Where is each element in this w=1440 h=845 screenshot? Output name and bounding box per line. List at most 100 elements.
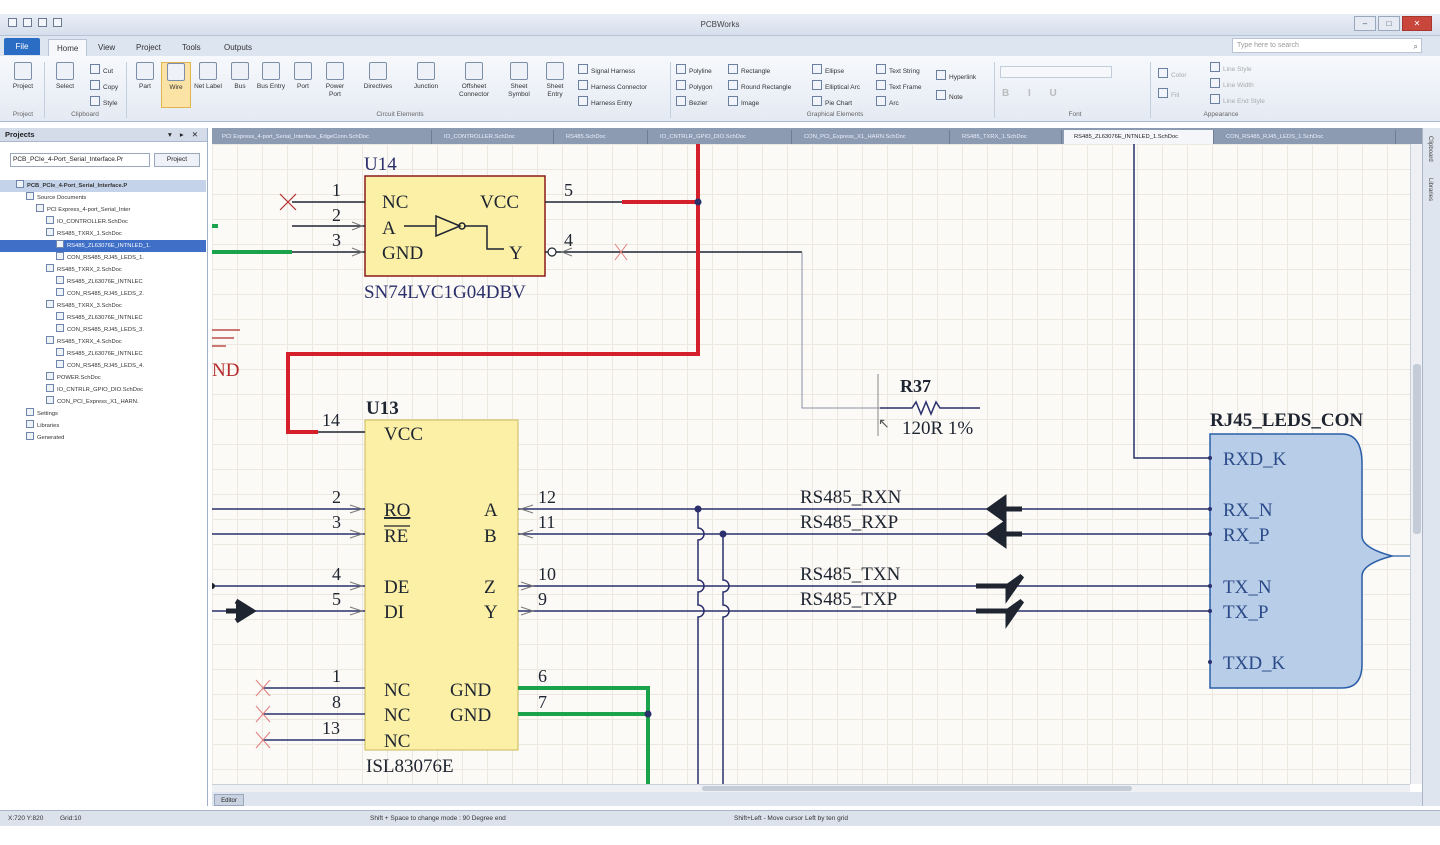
color-button[interactable]: Color bbox=[1158, 68, 1187, 79]
text-string-button[interactable]: Text String bbox=[876, 64, 920, 75]
harness-entry-txd-k[interactable]: TXD_K bbox=[1223, 653, 1286, 674]
offsheet-connector-button[interactable]: Offsheet Connector bbox=[452, 62, 496, 99]
u13-body[interactable] bbox=[364, 419, 519, 751]
elliptical-arc-button[interactable]: Elliptical Arc bbox=[812, 80, 860, 91]
bus-button[interactable]: Bus bbox=[225, 62, 255, 91]
project-button[interactable]: Project bbox=[8, 62, 38, 91]
horizontal-scrollbar[interactable] bbox=[212, 784, 1410, 792]
ellipse-button[interactable]: Ellipse bbox=[812, 64, 844, 75]
ground-net-wire[interactable] bbox=[518, 686, 650, 784]
line-width-button[interactable]: Line Width bbox=[1210, 78, 1254, 89]
termination-wire-b[interactable] bbox=[722, 534, 730, 784]
wire-rxd-k[interactable] bbox=[1133, 144, 1210, 459]
polygon-button[interactable]: Polygon bbox=[676, 80, 713, 91]
tree-item[interactable]: RS485_TXRX_3.SchDoc bbox=[0, 300, 206, 312]
line-style-button[interactable]: Line Style bbox=[1210, 62, 1252, 73]
bus-entry-button[interactable]: Bus Entry bbox=[256, 62, 286, 91]
tree-item[interactable]: PCB_PCIe_4-Port_Serial_Interface.P bbox=[0, 180, 206, 192]
hyperlink-button[interactable]: Hyperlink bbox=[936, 70, 976, 81]
close-button[interactable]: ✕ bbox=[1402, 16, 1432, 31]
tree-item[interactable]: RS485_ZL63076E_INTNLEC bbox=[0, 348, 206, 360]
sheet-symbol-button[interactable]: Sheet Symbol bbox=[504, 62, 534, 99]
wire-button[interactable]: Wire bbox=[161, 62, 191, 108]
fill-button[interactable]: Fill bbox=[1158, 88, 1179, 99]
polyline-button[interactable]: Polyline bbox=[676, 64, 712, 75]
pie-chart-button[interactable]: Pie Chart bbox=[812, 96, 852, 107]
round-rectangle-button[interactable]: Round Rectangle bbox=[728, 80, 791, 91]
tree-item[interactable]: IO_CONTROLLER.SchDoc bbox=[0, 216, 206, 228]
tab-tools[interactable]: Tools bbox=[182, 43, 201, 52]
tree-item[interactable]: CON_RS485_RJ45_LEDS_3. bbox=[0, 324, 206, 336]
net-label-rs485-txn[interactable]: RS485_TXN bbox=[800, 564, 901, 585]
horizontal-scroll-thumb[interactable] bbox=[702, 786, 1132, 791]
junction-button[interactable]: Junction bbox=[408, 62, 444, 91]
harness-connector-body[interactable] bbox=[1209, 433, 1395, 689]
search-icon[interactable]: ⌕ bbox=[1413, 42, 1418, 51]
project-menu-button[interactable]: Project bbox=[154, 153, 200, 167]
libraries-panel-tab[interactable]: Libraries bbox=[1427, 178, 1433, 202]
tree-item[interactable]: CON_RS485_RJ45_LEDS_1. bbox=[0, 252, 206, 264]
line-end-style-button[interactable]: Line End Style bbox=[1210, 94, 1265, 105]
image-button[interactable]: Image bbox=[728, 96, 759, 107]
harness-entry-tx-n[interactable]: TX_N bbox=[1223, 577, 1272, 598]
harness-entry-rx-p[interactable]: RX_P bbox=[1223, 525, 1269, 546]
net-label-rs485-rxn[interactable]: RS485_RXN bbox=[800, 487, 902, 508]
open-icon[interactable] bbox=[23, 18, 32, 27]
power-port-button[interactable]: Power Port bbox=[320, 62, 350, 99]
minimize-button[interactable]: – bbox=[1354, 16, 1376, 31]
editor-tab[interactable]: Editor bbox=[214, 794, 244, 806]
tree-item[interactable]: CON_RS485_RJ45_LEDS_2. bbox=[0, 288, 206, 300]
save-icon[interactable] bbox=[8, 18, 17, 27]
tab-file[interactable]: File bbox=[4, 38, 40, 55]
clipboard-panel-tab[interactable]: Clipboard bbox=[1427, 136, 1433, 162]
directives-button[interactable]: Directives bbox=[358, 62, 398, 91]
tree-item[interactable]: POWER.SchDoc bbox=[0, 372, 206, 384]
tree-item[interactable]: PCI Express_4-port_Serial_Inter bbox=[0, 204, 206, 216]
net-label-rs485-txp[interactable]: RS485_TXP bbox=[800, 589, 897, 610]
text-frame-button[interactable]: Text Frame bbox=[876, 80, 922, 91]
net-label-rs485-rxp[interactable]: RS485_RXP bbox=[800, 512, 898, 533]
tree-item[interactable]: Source Documents bbox=[0, 192, 206, 204]
document-tab[interactable]: RS485_TXRX_1.SchDoc bbox=[952, 130, 1062, 144]
document-tab[interactable]: CON_PCI_Express_X1_HARN.SchDoc bbox=[794, 130, 950, 144]
r37-resistor-symbol[interactable] bbox=[880, 400, 980, 416]
harness-entry-tx-p[interactable]: TX_P bbox=[1223, 602, 1268, 623]
harness-entry-rxd-k[interactable]: RXD_K bbox=[1223, 449, 1287, 470]
part-button[interactable]: Part bbox=[130, 62, 160, 91]
document-tab[interactable]: IO_CONTROLLER.SchDoc bbox=[434, 130, 554, 144]
vertical-scrollbar[interactable] bbox=[1410, 144, 1422, 784]
workspace-dropdown[interactable]: PCB_PCIe_4-Port_Serial_Interface.Pr bbox=[10, 153, 150, 167]
vertical-scroll-thumb[interactable] bbox=[1413, 364, 1421, 534]
select-button[interactable]: Select bbox=[50, 62, 80, 91]
tree-item[interactable]: Generated bbox=[0, 432, 206, 444]
search-input[interactable]: Type here to search ⌕ bbox=[1232, 38, 1422, 53]
harness-entry-rx-n[interactable]: RX_N bbox=[1223, 500, 1273, 521]
tab-view[interactable]: View bbox=[98, 43, 116, 52]
document-tab[interactable]: RS485.SchDoc bbox=[556, 130, 648, 144]
tree-item[interactable]: RS485_ZL63076E_INTNLEC bbox=[0, 312, 206, 324]
font-selector[interactable] bbox=[1000, 66, 1112, 78]
net-label-button[interactable]: Net Label bbox=[193, 62, 223, 91]
cut-button[interactable]: Cut bbox=[90, 64, 113, 75]
document-tab[interactable]: IO_CNTRLR_GPIO_DIO.SchDoc bbox=[650, 130, 792, 144]
u14-body[interactable] bbox=[364, 175, 546, 277]
copy-button[interactable]: Copy bbox=[90, 80, 118, 91]
maximize-button[interactable]: □ bbox=[1378, 16, 1400, 31]
sheet-entry-button[interactable]: Sheet Entry bbox=[540, 62, 570, 99]
harness-connector-button[interactable]: Harness Connector bbox=[578, 80, 647, 91]
port-button[interactable]: Port bbox=[288, 62, 318, 91]
document-tab[interactable]: CON_RS485_RJ45_LEDS_1.SchDoc bbox=[1216, 130, 1396, 144]
font-style-buttons[interactable]: B I U bbox=[1002, 88, 1065, 99]
panel-controls[interactable]: ▾ ▸ ✕ bbox=[168, 130, 201, 139]
tab-home[interactable]: Home bbox=[48, 39, 88, 56]
termination-wire-a[interactable] bbox=[697, 509, 705, 784]
harness-entry-button[interactable]: Harness Entry bbox=[578, 96, 632, 107]
rectangle-button[interactable]: Rectangle bbox=[728, 64, 770, 75]
ground-net-wire[interactable] bbox=[212, 224, 292, 254]
tree-item[interactable]: CON_PCI_Express_X1_HARN. bbox=[0, 396, 206, 408]
redo-icon[interactable] bbox=[53, 18, 62, 27]
tab-outputs[interactable]: Outputs bbox=[224, 43, 253, 52]
undo-icon[interactable] bbox=[38, 18, 47, 27]
tree-item[interactable]: Libraries bbox=[0, 420, 206, 432]
tree-item[interactable]: RS485_TXRX_2.SchDoc bbox=[0, 264, 206, 276]
